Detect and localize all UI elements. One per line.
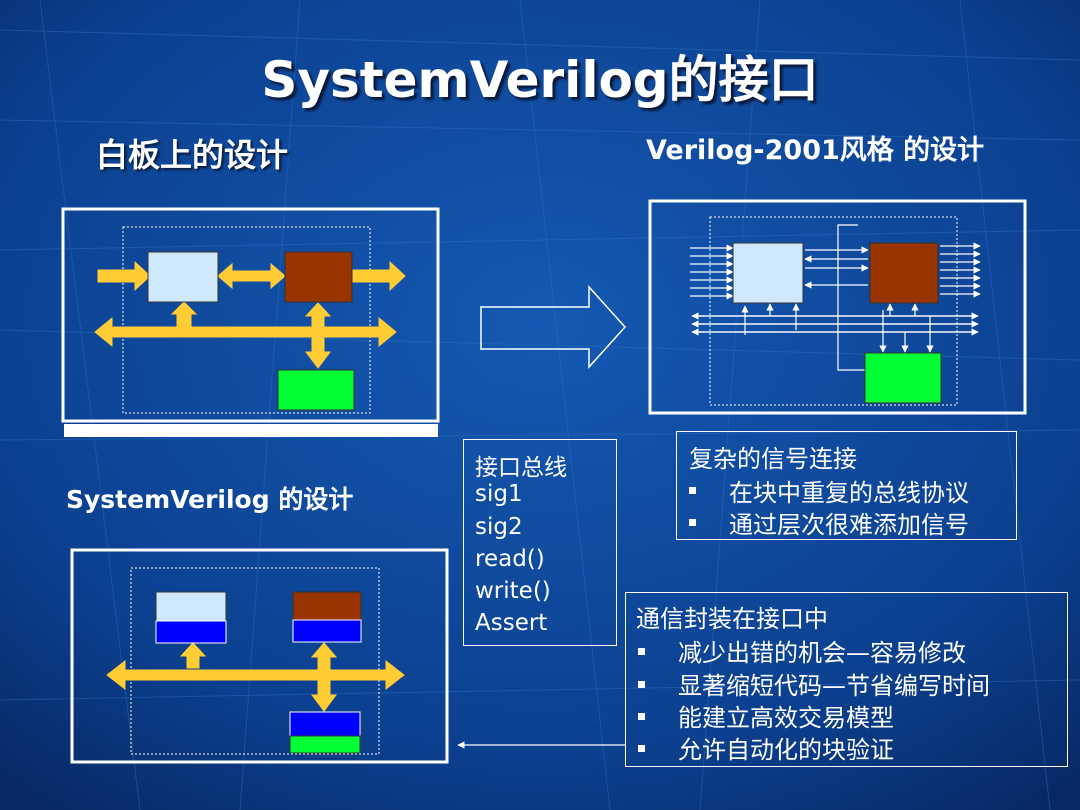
bullet-icon [689,519,696,526]
benefits-bullet: 能建立高效交易模型 [678,704,894,732]
transition-arrow [480,285,627,369]
benefits-bullet: 显著缩短代码—节省编写时间 [678,672,990,700]
systemverilog-diagram [70,548,449,764]
whiteboard-diagram [61,207,440,437]
benefits-heading: 通信封装在接口中 [636,605,828,633]
benefits-box: 通信封装在接口中 减少出错的机会—容易修改 显著缩短代码—节省编写时间 能建立高… [625,592,1068,767]
verilog2001-heading: Verilog-2001风格 的设计 [646,135,985,166]
benefits-bullet: 允许自动化的块验证 [678,736,894,764]
systemverilog-heading: SystemVerilog 的设计 [66,485,354,514]
slide-title: SystemVerilog的接口 [261,51,819,109]
problems-heading: 复杂的信号连接 [689,445,857,473]
interface-line: read() [475,546,545,572]
interface-box: 接口总线 sig1 sig2 read() write() Assert [463,439,617,646]
interface-line: write() [475,578,551,604]
benefits-bullet: 减少出错的机会—容易修改 [678,639,966,667]
bullet-icon [638,648,645,655]
problems-bullet: 在块中重复的总线协议 [729,479,969,507]
interface-line: sig2 [475,514,523,540]
interface-line: Assert [475,610,548,636]
verilog2001-diagram [648,199,1027,415]
interface-line: 接口总线 [475,455,567,481]
bullet-icon [638,745,645,752]
bullet-icon [638,713,645,720]
interface-line: sig1 [475,481,523,507]
whiteboard-heading: 白板上的设计 [96,136,289,174]
problems-bullet: 通过层次很难添加信号 [729,511,969,539]
bullet-icon [689,487,696,494]
problems-box: 复杂的信号连接 在块中重复的总线协议 通过层次很难添加信号 [676,431,1017,540]
bullet-icon [638,681,645,688]
